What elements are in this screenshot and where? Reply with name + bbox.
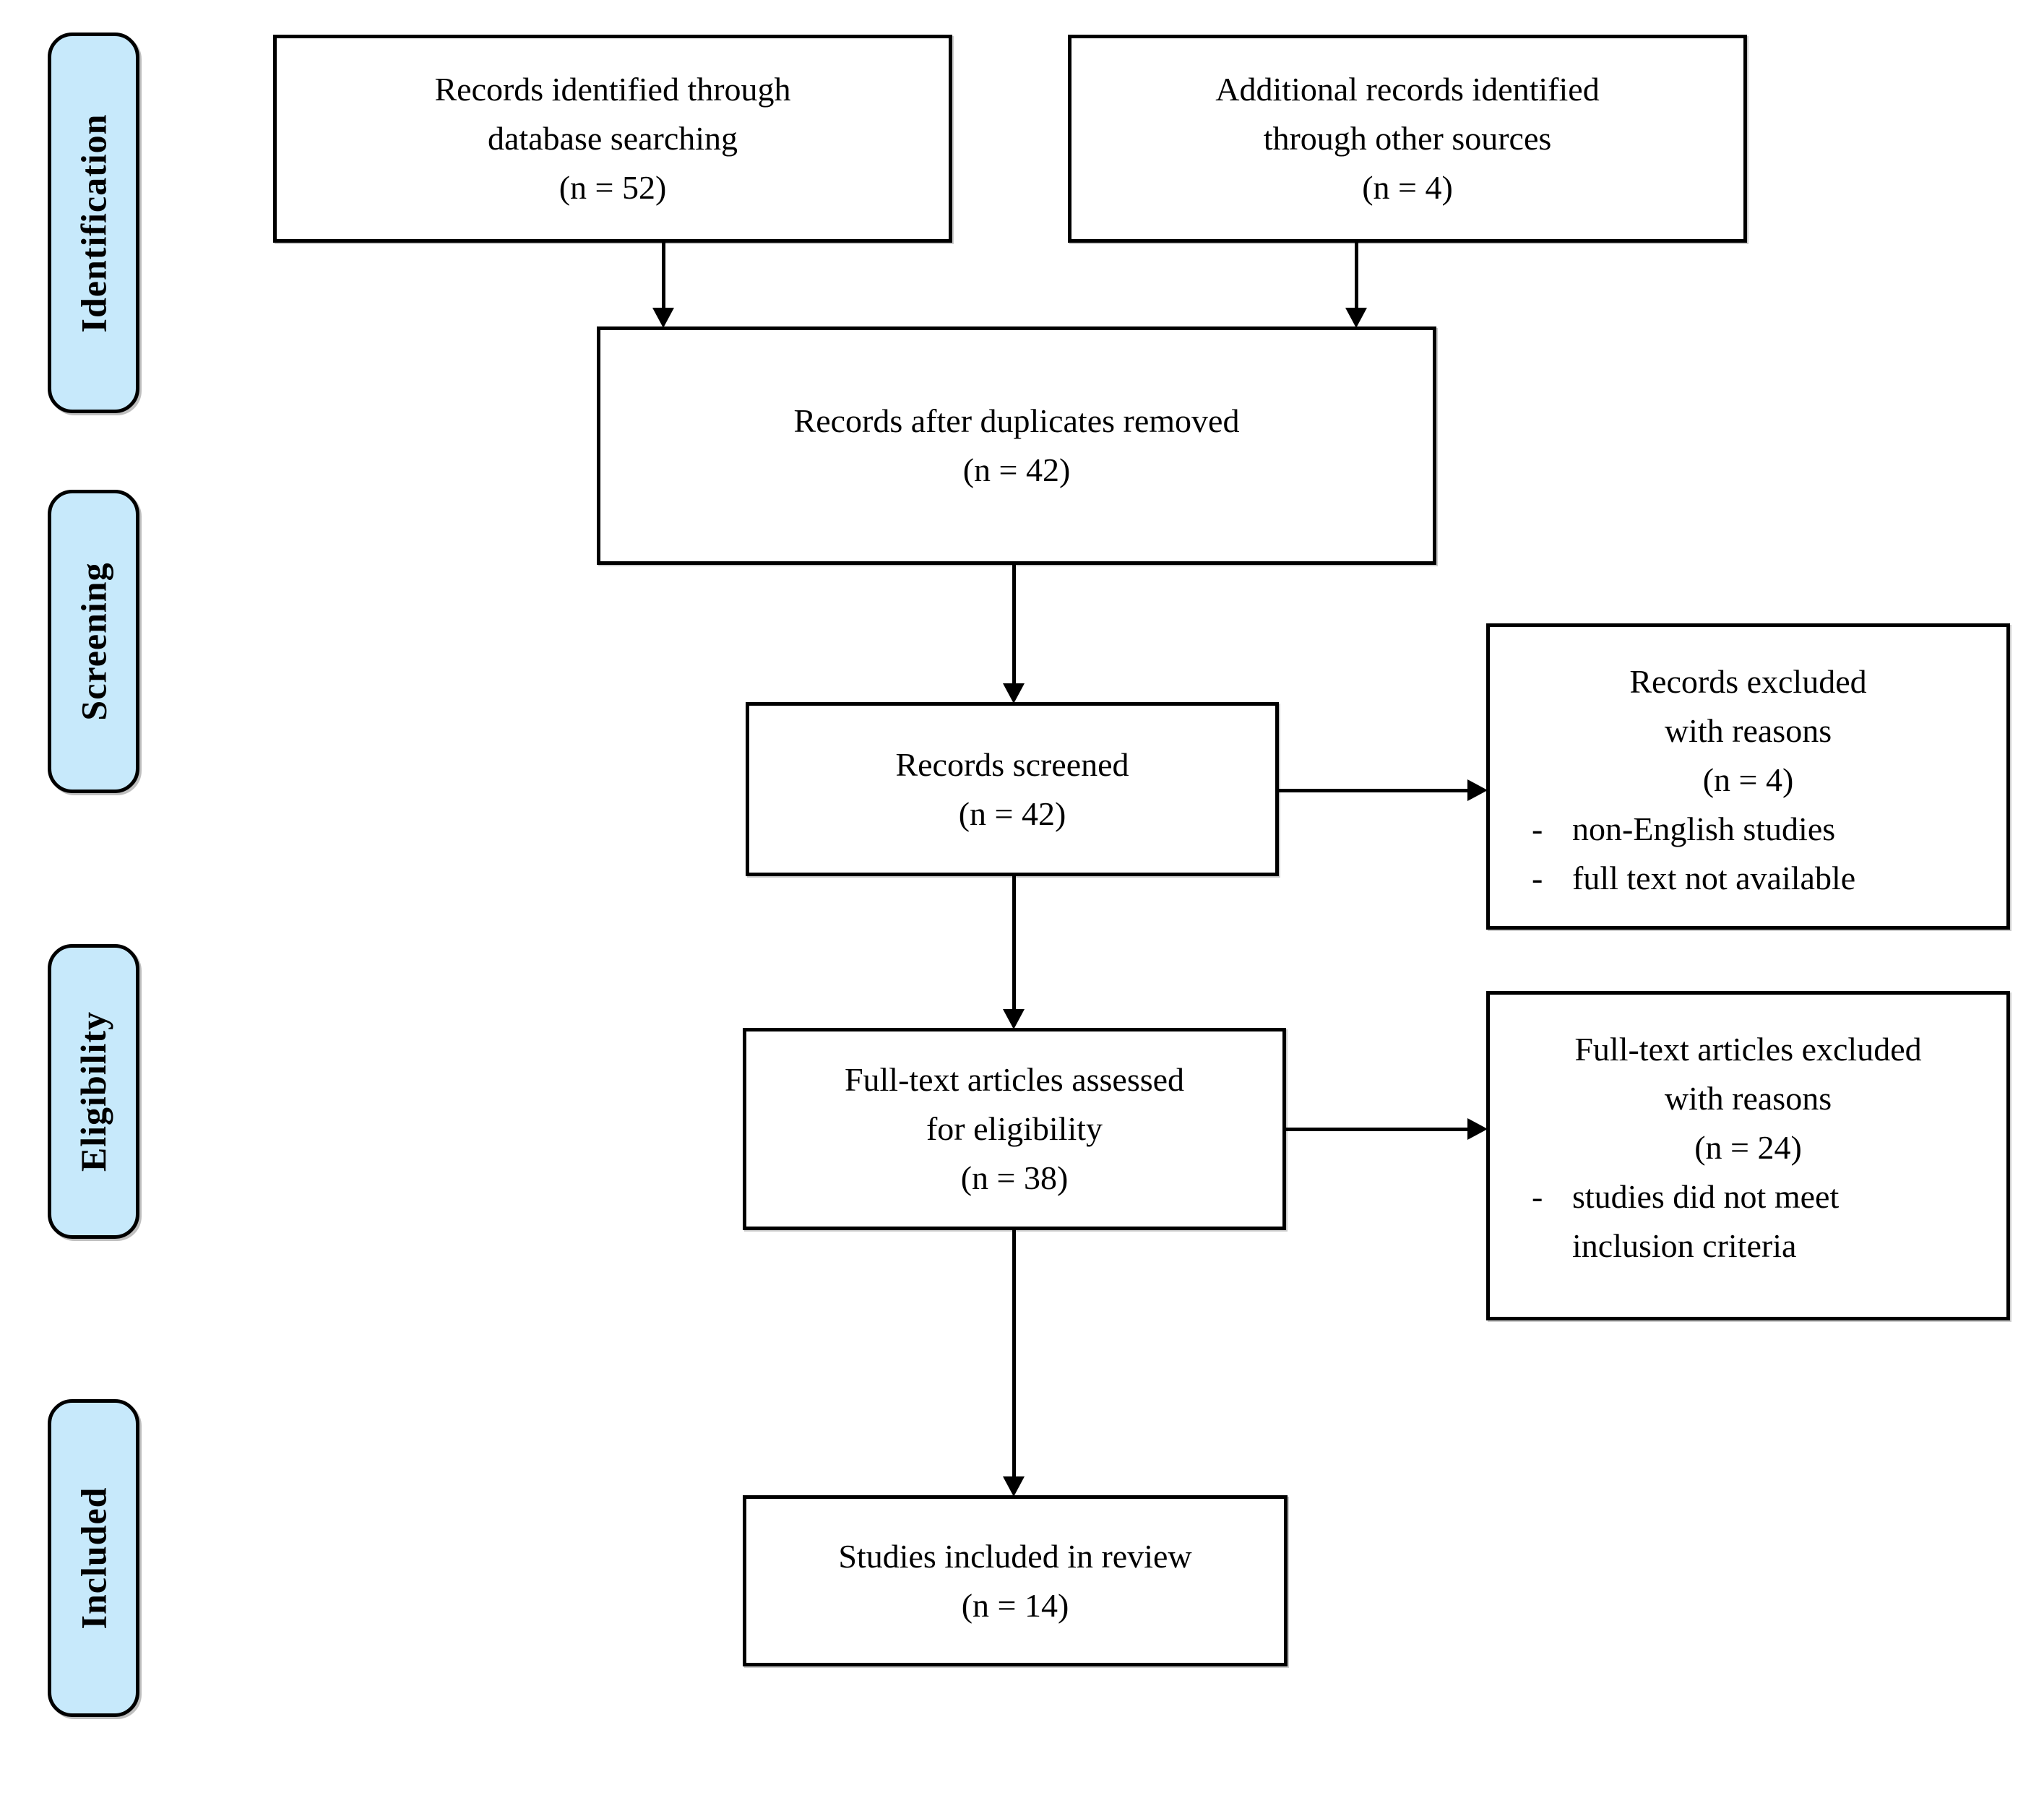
arrow-shaft	[1012, 565, 1016, 686]
stage-label-eligibility: Eligibility	[48, 944, 139, 1239]
box-studies-included: Studies included in review (n = 14)	[743, 1495, 1288, 1666]
list-item: - full text not available	[1501, 854, 1995, 903]
box-records-screened: Records screened (n = 42)	[746, 702, 1279, 876]
stage-label-eligibility-text: Eligibility	[73, 1011, 114, 1172]
arrow-shaft	[1354, 243, 1358, 311]
box-records-identified: Records identified through database sear…	[273, 35, 952, 243]
box-fulltext-assessed-text: Full-text articles assessed for eligibil…	[844, 1061, 1185, 1196]
arrow-screened-to-excluded	[1279, 778, 1488, 803]
arrow-head-right-icon	[1467, 1118, 1488, 1140]
box-additional-records-text: Additional records identified through ot…	[1215, 71, 1600, 206]
box-records-excluded-header: Records excluded with reasons (n = 4)	[1629, 663, 1867, 798]
box-fulltext-excluded-header: Full-text articles excluded with reasons…	[1574, 1031, 1922, 1166]
box-records-screened-text: Records screened (n = 42)	[895, 745, 1129, 832]
arrow-shaft	[1279, 788, 1470, 792]
arrow-shaft	[661, 243, 665, 311]
reason-text: non-English studies	[1572, 810, 1836, 847]
arrow-identified-to-duplicates	[651, 243, 676, 328]
arrow-head-down-icon	[1003, 1009, 1025, 1029]
arrow-head-down-icon	[1345, 308, 1367, 328]
reason-text: full text not available	[1572, 860, 1856, 896]
box-fulltext-excluded: Full-text articles excluded with reasons…	[1486, 991, 2010, 1320]
stage-label-identification-text: Identification	[73, 113, 114, 332]
list-item: - studies did not meet inclusion criteri…	[1501, 1172, 1995, 1271]
stage-label-screening: Screening	[48, 490, 139, 793]
bullet-dash: -	[1532, 810, 1543, 847]
arrow-duplicates-to-screened	[1001, 565, 1026, 704]
bullet-dash: -	[1532, 1178, 1543, 1215]
bullet-dash: -	[1532, 860, 1543, 896]
reason-text: studies did not meet inclusion criteria	[1572, 1178, 1840, 1264]
arrow-shaft	[1012, 876, 1016, 1012]
box-records-excluded: Records excluded with reasons (n = 4) - …	[1486, 623, 2010, 930]
arrow-head-down-icon	[1003, 683, 1025, 704]
arrow-shaft	[1012, 1230, 1016, 1479]
arrow-head-down-icon	[652, 308, 674, 328]
stage-label-included-text: Included	[73, 1487, 114, 1630]
stage-label-identification: Identification	[48, 33, 139, 413]
box-duplicates-removed: Records after duplicates removed (n = 42…	[597, 326, 1436, 565]
stage-label-screening-text: Screening	[73, 562, 114, 721]
box-records-identified-text: Records identified through database sear…	[434, 71, 791, 206]
box-studies-included-text: Studies included in review (n = 14)	[838, 1537, 1192, 1624]
arrow-screened-to-fulltext	[1001, 876, 1026, 1029]
stage-label-included: Included	[48, 1399, 139, 1717]
arrow-head-down-icon	[1003, 1476, 1025, 1497]
box-additional-records: Additional records identified through ot…	[1068, 35, 1747, 243]
arrow-additional-to-duplicates	[1344, 243, 1368, 328]
list-item: - non-English studies	[1501, 805, 1995, 854]
box-duplicates-removed-text: Records after duplicates removed (n = 42…	[793, 402, 1240, 488]
box-fulltext-assessed: Full-text articles assessed for eligibil…	[743, 1028, 1286, 1230]
arrow-fulltext-to-excluded	[1286, 1117, 1488, 1141]
arrow-fulltext-to-included	[1001, 1230, 1026, 1497]
arrow-shaft	[1286, 1127, 1470, 1131]
arrow-head-right-icon	[1467, 779, 1488, 801]
